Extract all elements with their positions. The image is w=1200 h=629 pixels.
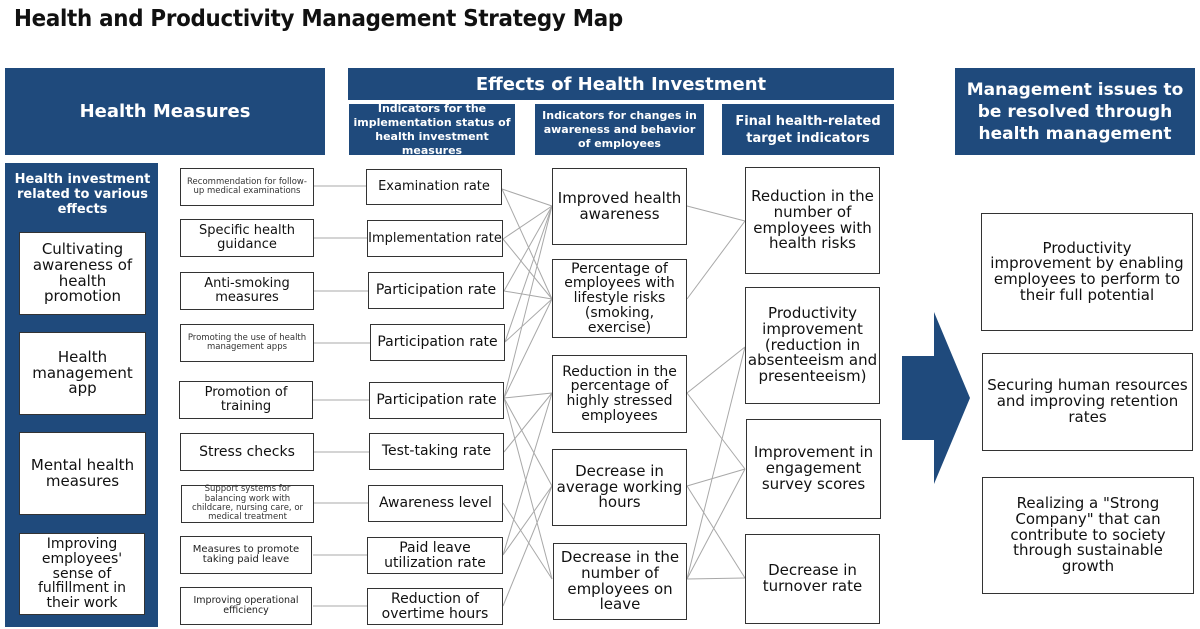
behavior-health-awareness: Improved health awareness <box>552 168 687 245</box>
management-issues-header: Management issues to be resolved through… <box>955 68 1195 155</box>
final-turnover: Decrease in turnover rate <box>745 534 880 624</box>
behavior-working-hours: Decrease in average working hours <box>552 449 687 526</box>
page-title: Health and Productivity Management Strat… <box>14 6 623 32</box>
behavior-indicators-header: Indicators for changes in awareness and … <box>535 104 704 155</box>
indicator-overtime-reduction: Reduction of overtime hours <box>367 588 503 625</box>
measure-paid-leave: Measures to promote taking paid leave <box>180 536 312 574</box>
measure-follow-up-exams: Recommendation for follow-up medical exa… <box>180 168 314 206</box>
health-measures-header: Health Measures <box>5 68 325 155</box>
indicator-participation-rate-1: Participation rate <box>368 272 504 309</box>
arrow-right-icon <box>902 312 970 484</box>
indicator-participation-rate-2: Participation rate <box>370 324 505 361</box>
behavior-stressed-employees: Reduction in the percentage of highly st… <box>552 355 687 433</box>
indicator-paid-leave-rate: Paid leave utilization rate <box>367 537 503 574</box>
issue-strong-company: Realizing a "Strong Company" that can co… <box>982 477 1194 594</box>
measure-support-systems: Support systems for balancing work with … <box>181 485 314 523</box>
behavior-employees-on-leave: Decrease in the number of employees on l… <box>553 543 687 620</box>
sidebar-item-mental-health: Mental health measures <box>19 432 146 515</box>
indicator-test-taking-rate: Test-taking rate <box>369 433 504 470</box>
sidebar-item-fulfillment: Improving employees' sense of fulfillmen… <box>19 533 145 615</box>
final-productivity: Productivity improvement (reduction in a… <box>745 287 880 404</box>
indicator-examination-rate: Examination rate <box>366 169 502 205</box>
issue-human-resources: Securing human resources and improving r… <box>982 353 1193 451</box>
behavior-lifestyle-risks: Percentage of employees with lifestyle r… <box>552 259 687 338</box>
effects-header: Effects of Health Investment <box>348 68 894 100</box>
measure-health-apps: Promoting the use of health management a… <box>180 324 314 362</box>
issue-productivity: Productivity improvement by enabling emp… <box>981 213 1193 331</box>
measure-stress-checks: Stress checks <box>180 433 314 471</box>
implementation-indicators-header: Indicators for the implementation status… <box>349 102 515 157</box>
sidebar-item-app: Health management app <box>19 332 146 415</box>
measure-health-guidance: Specific health guidance <box>180 219 314 257</box>
sidebar-item-awareness: Cultivating awareness of health promotio… <box>19 232 146 315</box>
sidebar-title: Health investment related to various eff… <box>14 172 151 217</box>
indicator-participation-rate-3: Participation rate <box>369 382 504 419</box>
measure-training: Promotion of training <box>179 381 313 419</box>
measure-anti-smoking: Anti-smoking measures <box>180 272 314 310</box>
indicator-awareness-level: Awareness level <box>368 485 503 522</box>
measure-operational-efficiency: Improving operational efficiency <box>180 587 312 625</box>
indicator-implementation-rate: Implementation rate <box>367 220 503 257</box>
final-indicators-header: Final health-related target indicators <box>722 104 894 155</box>
final-engagement: Improvement in engagement survey scores <box>746 419 881 519</box>
final-health-risks: Reduction in the number of employees wit… <box>745 167 880 274</box>
